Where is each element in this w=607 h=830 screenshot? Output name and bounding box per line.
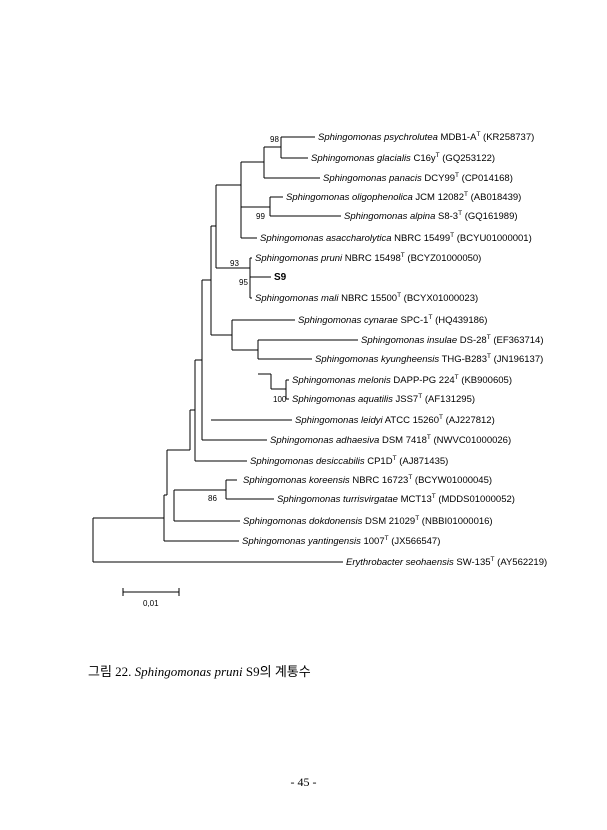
taxon-label: Sphingomonas desiccabilis CP1DT (AJ87143…: [250, 455, 448, 467]
tree-branches: [92, 136, 358, 563]
taxon-label: Sphingomonas asaccharolytica NBRC 15499T…: [260, 232, 532, 244]
caption-prefix: 그림 22.: [88, 664, 135, 679]
taxon-label: Sphingomonas cynarae SPC-1T (HQ439186): [298, 314, 487, 326]
bootstrap-values: 98 99 93 95 100 86: [208, 135, 287, 503]
taxon-label: Sphingomonas melonis DAPP-PG 224T (KB900…: [292, 374, 512, 386]
scale-bar-label: 0,01: [143, 599, 159, 608]
taxon-label: Sphingomonas oligophenolica JCM 12082T (…: [286, 191, 521, 203]
bootstrap-value: 93: [230, 259, 239, 268]
page-number: - 45 -: [290, 775, 317, 789]
bootstrap-value: 86: [208, 494, 217, 503]
taxon-label: Sphingomonas turrisvirgatae MCT13T (MDDS…: [277, 493, 515, 505]
figure-caption: 그림 22. Sphingomonas pruni S9의 계통수: [88, 661, 311, 680]
caption-suffix: S9의 계통수: [242, 664, 311, 679]
taxon-label: Sphingomonas pruni NBRC 15498T (BCYZ0100…: [255, 252, 481, 264]
taxon-label: Sphingomonas kyungheensis THG-B283T (JN1…: [315, 353, 543, 365]
taxon-labels: Sphingomonas psychrolutea MDB1-AT (KR258…: [242, 131, 547, 568]
taxon-label: Sphingomonas mali NBRC 15500T (BCYX01000…: [255, 292, 478, 304]
taxon-label: Sphingomonas adhaesiva DSM 7418T (NWVC01…: [270, 434, 511, 446]
taxon-label: Sphingomonas psychrolutea MDB1-AT (KR258…: [318, 131, 534, 143]
taxon-label: Sphingomonas glacialis C16yT (GQ253122): [311, 152, 495, 164]
taxon-label: Sphingomonas aquatilis JSS7T (AF131295): [292, 393, 475, 405]
scale-bar: 0,01: [122, 588, 180, 608]
bootstrap-value: 95: [239, 278, 248, 287]
taxon-label: Erythrobacter seohaensis SW-135T (AY5622…: [346, 556, 547, 568]
bootstrap-value: 99: [256, 212, 265, 221]
taxon-label: Sphingomonas alpina S8-3T (GQ161989): [344, 210, 518, 222]
taxon-label: Sphingomonas leidyi ATCC 15260T (AJ22781…: [295, 414, 495, 426]
taxon-label: Sphingomonas insulae DS-28T (EF363714): [361, 334, 544, 346]
bootstrap-value: 100: [273, 395, 287, 404]
caption-species: Sphingomonas pruni: [134, 664, 243, 679]
taxon-label-s9: S9: [274, 272, 287, 283]
taxon-label: Sphingomonas koreensis NBRC 16723T (BCYW…: [243, 474, 492, 486]
taxon-label: Sphingomonas dokdonensis DSM 21029T (NBB…: [243, 515, 493, 527]
bootstrap-value: 98: [270, 135, 279, 144]
phylogenetic-tree: Sphingomonas psychrolutea MDB1-AT (KR258…: [92, 131, 547, 608]
taxon-label: Sphingomonas panacis DCY99T (CP014168): [323, 172, 513, 184]
taxon-label: Sphingomonas yantingensis 1007T (JX56654…: [242, 535, 440, 547]
